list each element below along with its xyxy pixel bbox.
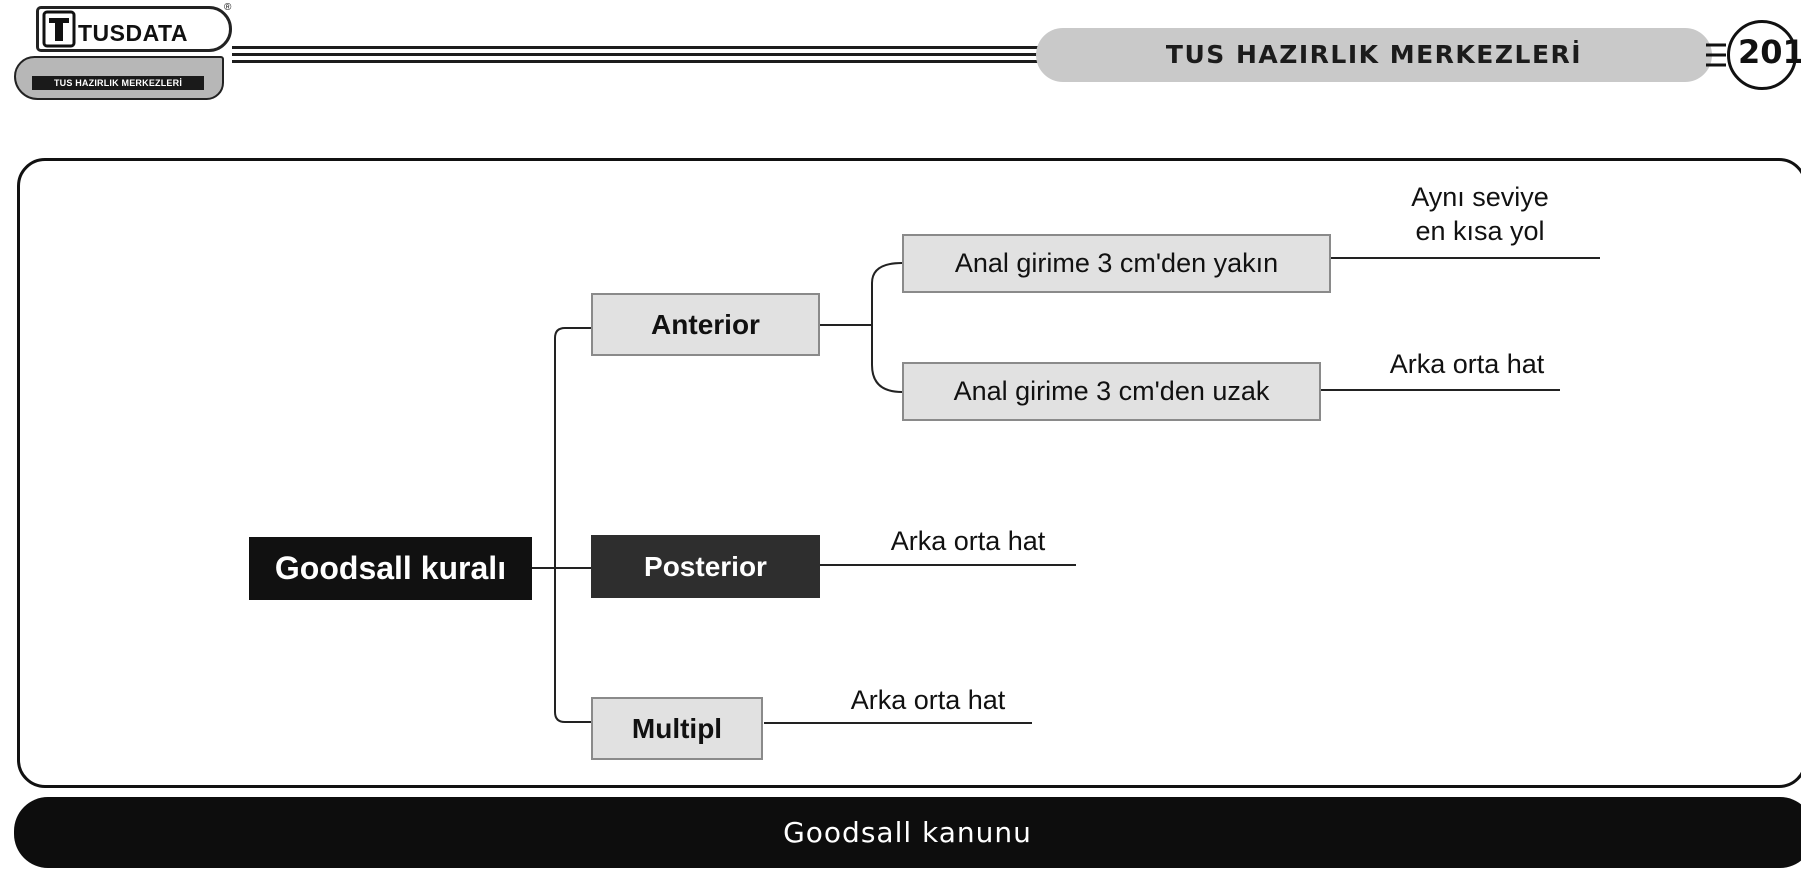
registered-mark: ® [224, 2, 232, 13]
header-rule [232, 46, 1052, 49]
logo-subtitle: TUS HAZIRLIK MERKEZLERİ [32, 76, 204, 90]
connector-anterior-branch [871, 262, 903, 393]
connector-trunk [554, 327, 566, 723]
header-rule [232, 60, 1052, 63]
leaf-near-line2: en kısa yol [1415, 216, 1545, 246]
leaf-far: Arka orta hat [1389, 349, 1545, 379]
leaf-near-line1: Aynı seviye [1411, 182, 1549, 212]
document-icon [42, 10, 76, 48]
anal-near-node: Anal girime 3 cm'den yakın [902, 234, 1331, 293]
figure-caption: Goodsall kanunu [783, 816, 1032, 849]
diagram-frame [17, 158, 1801, 788]
leaf-posterior: Arka orta hat [890, 526, 1046, 556]
root-node: Goodsall kuralı [249, 537, 532, 600]
posterior-node: Posterior [591, 535, 820, 598]
caption-bar [14, 797, 1801, 868]
page-number-badge [1727, 20, 1797, 90]
tusdata-logo: TUS HAZIRLIK MERKEZLERİ [8, 6, 238, 100]
header-tick-marks [1706, 43, 1726, 67]
page-number: 201 [1738, 33, 1801, 71]
logo-wordmark: TUSDATA [78, 20, 188, 46]
header-rule [232, 53, 1052, 56]
header-title: TUS HAZIRLIK MERKEZLERİ [1165, 40, 1583, 69]
anal-far-node: Anal girime 3 cm'den uzak [902, 362, 1321, 421]
leaf-multipl: Arka orta hat [850, 685, 1006, 715]
header-banner [1036, 28, 1712, 82]
anterior-node: Anterior [591, 293, 820, 356]
multipl-node: Multipl [591, 697, 763, 760]
